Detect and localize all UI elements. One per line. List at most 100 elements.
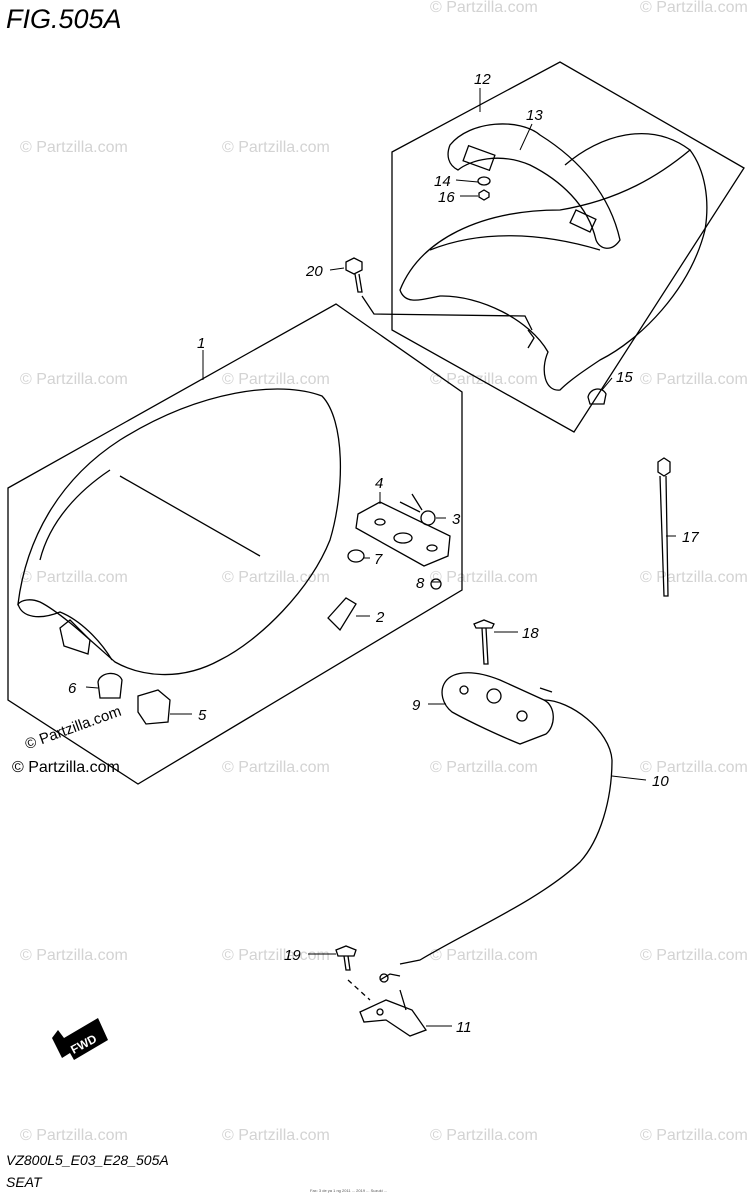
watermark: © Partzilla.com <box>20 1127 128 1144</box>
band-head <box>657 457 671 477</box>
fwd-arrow: FWD <box>52 1018 108 1060</box>
callout-part-11: 11 <box>456 1019 472 1036</box>
watermark-angled: © Partzilla.com <box>23 703 124 754</box>
seat-contour <box>39 469 111 561</box>
callout-part-18: 18 <box>522 625 539 642</box>
bracket-hole <box>393 532 413 544</box>
bolt-part-20 <box>345 257 363 275</box>
callout-part-2: 2 <box>375 609 385 626</box>
rear-seat-edge <box>429 235 601 251</box>
screw-shank <box>481 627 489 665</box>
watermark: © Partzilla.com <box>640 0 748 16</box>
callout-part-6: 6 <box>68 680 77 697</box>
handle-bracket <box>569 209 597 233</box>
watermark: © Partzilla.com <box>222 139 330 156</box>
nut-part-8 <box>430 578 442 590</box>
watermark: © Partzilla.com <box>20 139 128 156</box>
callout-part-13: 13 <box>526 107 543 124</box>
rear-group-frame <box>391 61 745 433</box>
callout-part-3: 3 <box>452 511 461 528</box>
watermark: © Partzilla.com <box>640 1127 748 1144</box>
callout-part-17: 17 <box>682 529 699 546</box>
watermark: © Partzilla.com <box>640 569 748 586</box>
bracket-hole <box>376 1008 384 1016</box>
grommet-part-3 <box>420 510 436 526</box>
callout-part-20: 20 <box>305 263 323 280</box>
cushion-part-6 <box>97 672 123 699</box>
callout-part-12: 12 <box>474 71 491 88</box>
grab-handle <box>447 123 621 249</box>
cable-end <box>539 687 553 693</box>
watermark: © Partzilla.com <box>430 0 538 16</box>
watermark: © Partzilla.com <box>640 947 748 964</box>
watermark: © Partzilla.com <box>20 947 128 964</box>
callout-part-7: 7 <box>374 551 383 568</box>
callout-part-15: 15 <box>616 369 633 386</box>
screw-part-19 <box>335 945 357 957</box>
lock-hole <box>516 710 528 722</box>
watermark: © Partzilla.com <box>430 1127 538 1144</box>
watermark-layer: © Partzilla.com © Partzilla.com © Partzi… <box>20 0 748 1144</box>
model-code: VZ800L5_E03_E28_505A <box>6 1152 169 1168</box>
handle-bracket <box>462 144 496 172</box>
screw-part-18 <box>473 619 495 629</box>
cushion-part-7 <box>347 549 365 563</box>
part-callouts: 1 2 3 4 5 6 7 8 9 10 11 12 13 14 15 16 1… <box>68 71 699 1036</box>
callout-part-8: 8 <box>416 575 425 592</box>
callout-part-9: 9 <box>412 697 421 714</box>
bolt-shank <box>354 273 363 293</box>
bracket-part-4 <box>355 501 451 567</box>
seat-lock-group <box>379 619 613 983</box>
callout-part-1: 1 <box>197 335 205 352</box>
watermark: © Partzilla.com <box>430 569 538 586</box>
rear-seat-body <box>399 149 708 391</box>
lock-hole <box>459 685 469 695</box>
watermark: © Partzilla.com <box>430 759 538 776</box>
seat-lower-edge <box>17 603 113 661</box>
watermark-dark: © Partzilla.com <box>12 759 120 776</box>
watermark: © Partzilla.com <box>430 947 538 964</box>
seat-seam <box>119 475 261 557</box>
callout-part-14: 14 <box>434 173 451 190</box>
callout-part-4: 4 <box>375 475 383 492</box>
seat-lock-part-9 <box>441 672 554 745</box>
cable-part-10 <box>399 699 613 965</box>
watermark: © Partzilla.com <box>222 371 330 388</box>
callout-part-5: 5 <box>198 707 207 724</box>
watermark: © Partzilla.com <box>222 947 330 964</box>
nut-part-16 <box>478 189 490 201</box>
cable-eye-ring <box>379 973 389 983</box>
seat-tab <box>59 619 91 655</box>
watermark: © Partzilla.com <box>222 759 330 776</box>
rear-seat-top <box>564 132 691 166</box>
seat-mount-bracket <box>527 329 535 349</box>
front-group-frame <box>7 303 463 785</box>
watermark: © Partzilla.com <box>222 569 330 586</box>
front-seat-cushion <box>17 388 342 676</box>
lock-hole <box>486 688 502 704</box>
grommet-leader <box>399 493 423 513</box>
bracket-part-11 <box>359 999 428 1037</box>
cable-eye <box>379 973 401 981</box>
front-seat-group <box>7 303 463 785</box>
watermark: © Partzilla.com <box>640 371 748 388</box>
cushion-part-15 <box>587 388 607 405</box>
figure-title: FIG.505A <box>6 4 122 34</box>
screw-shank <box>343 955 351 971</box>
watermark: © Partzilla.com <box>640 759 748 776</box>
bracket-tab <box>399 989 407 1011</box>
watermark: © Partzilla.com <box>222 1127 330 1144</box>
callout-part-19: 19 <box>284 947 301 964</box>
section-name: SEAT <box>6 1174 42 1190</box>
bracket-group <box>335 945 428 1037</box>
watermark: © Partzilla.com <box>430 371 538 388</box>
callout-part-10: 10 <box>652 773 669 790</box>
washer-part-14 <box>477 176 491 186</box>
callout-leaders <box>85 88 676 1027</box>
screw-leader <box>347 979 371 1001</box>
watermark: © Partzilla.com <box>20 371 128 388</box>
bracket-hole <box>426 544 438 552</box>
block-part-5 <box>137 689 171 725</box>
bolt-leader <box>361 295 533 331</box>
